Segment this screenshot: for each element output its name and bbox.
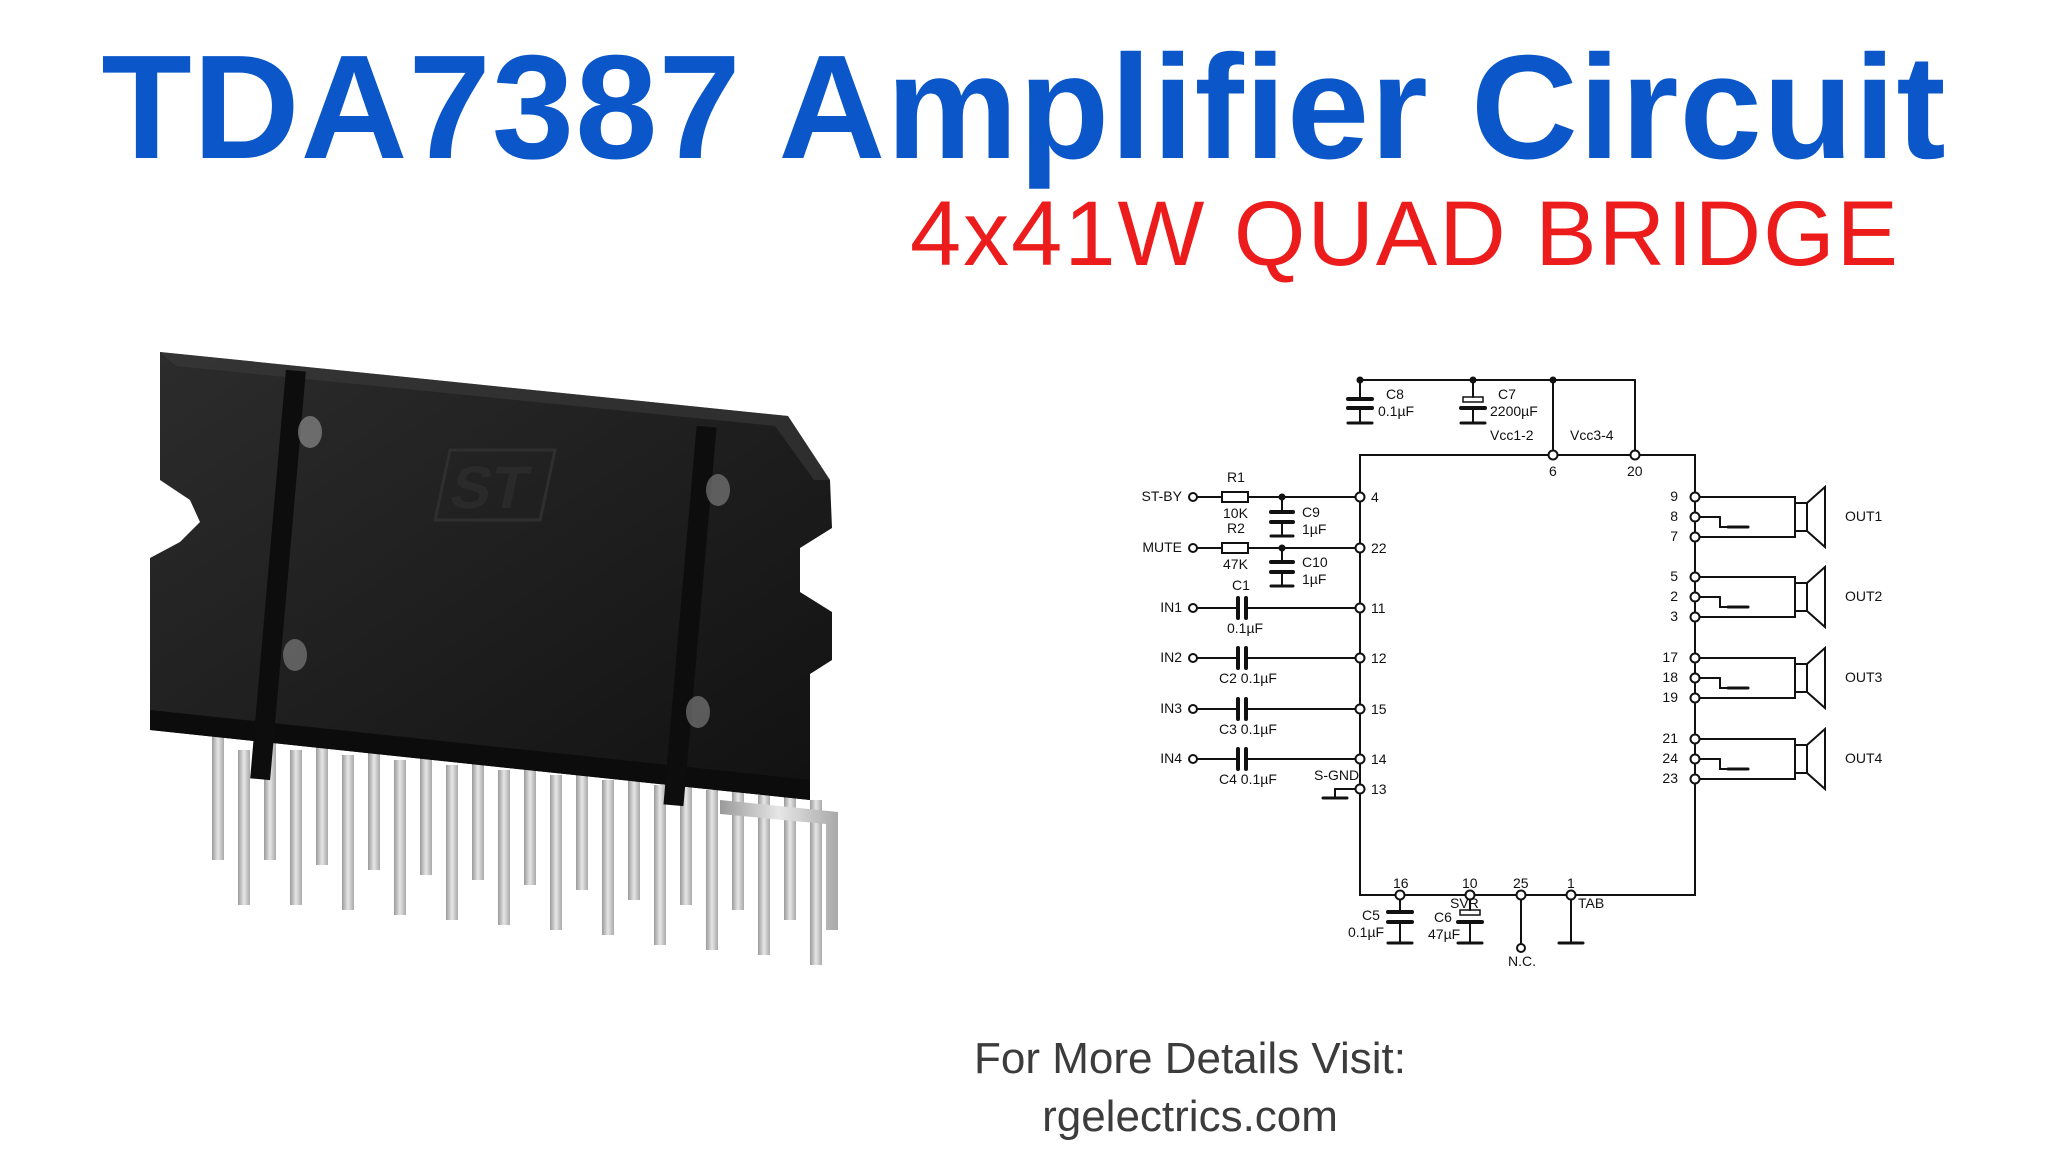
pin-18-label: 18 [1662,669,1678,685]
page-subtitle: 4x41W QUAD BRIDGE [910,183,1900,285]
pin-16-label: 16 [1393,875,1409,891]
pin-13-label: 13 [1371,781,1387,797]
c9-value: 1µF [1302,521,1326,537]
pin-4-label: 4 [1371,489,1379,505]
tab-label: TAB [1578,895,1604,911]
pin-19-label: 19 [1662,689,1678,705]
r1-name: R1 [1227,469,1245,485]
capacitor-c10 [1269,560,1295,588]
vcc34-label: Vcc3-4 [1570,427,1614,443]
svr-label: SVR [1450,895,1479,911]
c7-name: C7 [1498,386,1516,402]
pin-25-label: 25 [1513,875,1529,891]
pin-12-label: 12 [1371,650,1387,666]
pin-20-label: 20 [1627,463,1643,479]
pin-14-label: 14 [1371,751,1387,767]
output-out1-wiring [1694,484,1826,550]
resistor-r1 [1221,491,1249,503]
c6-name: C6 [1434,909,1452,925]
capacitor-c6 [1456,909,1484,945]
out4-label: OUT4 [1845,750,1883,766]
tda7387-chip-image: ST [150,352,838,965]
mute-label: MUTE [1142,539,1182,555]
capacitor-c7 [1459,396,1487,425]
pin-11-label: 11 [1371,600,1386,616]
in2-label: IN2 [1160,649,1182,665]
pin-22-label: 22 [1371,540,1387,556]
in1-label: IN1 [1160,599,1182,615]
r1-value: 10K [1223,505,1249,521]
c8-value: 0.1µF [1378,403,1414,419]
c5-name: C5 [1362,907,1380,923]
out1-label: OUT1 [1845,508,1883,524]
pin-17-label: 17 [1662,649,1678,665]
c10-name: C10 [1302,554,1328,570]
r2-value: 47K [1223,556,1249,572]
resistor-r2 [1221,542,1249,554]
svg-text:ST: ST [445,454,536,521]
c5-value: 0.1µF [1348,924,1384,940]
pin-1-label: 1 [1567,875,1575,891]
pin-8-label: 8 [1670,508,1678,524]
c8-name: C8 [1386,386,1404,402]
c1-name: C1 [1232,577,1250,593]
pin-21-label: 21 [1662,730,1678,746]
pin-9-label: 9 [1670,488,1678,504]
in4-label: IN4 [1160,750,1182,766]
vcc12-label: Vcc1-2 [1490,427,1534,443]
output-out3-wiring [1694,645,1826,711]
page-title: TDA7387 Amplifier Circuit [101,25,1947,190]
out3-label: OUT3 [1845,669,1883,685]
in3-label: IN3 [1160,700,1182,716]
pin-6-label: 6 [1549,463,1557,479]
nc-label: N.C. [1508,953,1536,969]
c4-label: C4 0.1µF [1219,771,1277,787]
pin-15-label: 15 [1371,701,1387,717]
amplifier-schematic: C8 0.1µF C7 2200µF Vcc1-2 Vcc3-4 6 20 ST… [1142,376,1883,969]
pin-2-label: 2 [1670,588,1678,604]
st-logo: ST [433,448,557,522]
input-in3-wiring [1192,697,1361,721]
footer-website-link[interactable]: rgelectrics.com [1042,1092,1338,1141]
capacitor-c8 [1346,397,1374,425]
chip-heatsink-slot-right [663,425,717,807]
pin-24-label: 24 [1662,750,1678,766]
chip-heatsink-slot-left [250,369,306,781]
sgnd-label: S-GND [1314,767,1359,783]
input-in2-wiring [1192,646,1361,670]
input-in1-wiring [1192,596,1361,620]
output-out2-wiring [1694,564,1826,630]
chip-body [150,352,832,800]
pin-23-label: 23 [1662,770,1678,786]
chip-pins [212,730,838,965]
output-out4-wiring [1694,726,1826,792]
r2-name: R2 [1227,520,1245,536]
c10-value: 1µF [1302,571,1326,587]
pin-5-label: 5 [1670,568,1678,584]
out2-label: OUT2 [1845,588,1883,604]
c7-value: 2200µF [1490,403,1538,419]
input-in4-wiring [1192,747,1361,771]
pin-3-label: 3 [1670,608,1678,624]
capacitor-c5 [1386,910,1414,945]
c1-value: 0.1µF [1227,620,1263,636]
capacitor-c9 [1269,510,1295,538]
pin-10-label: 10 [1462,875,1478,891]
ic-body [1359,454,1696,896]
c6-value: 47µF [1428,926,1460,942]
c3-label: C3 0.1µF [1219,721,1277,737]
stby-label: ST-BY [1142,488,1183,504]
footer-visit-text: For More Details Visit: [974,1034,1406,1083]
c2-label: C2 0.1µF [1219,670,1277,686]
c9-name: C9 [1302,504,1320,520]
pin-7-label: 7 [1670,528,1678,544]
footer: For More Details Visit: rgelectrics.com [890,1030,1490,1146]
